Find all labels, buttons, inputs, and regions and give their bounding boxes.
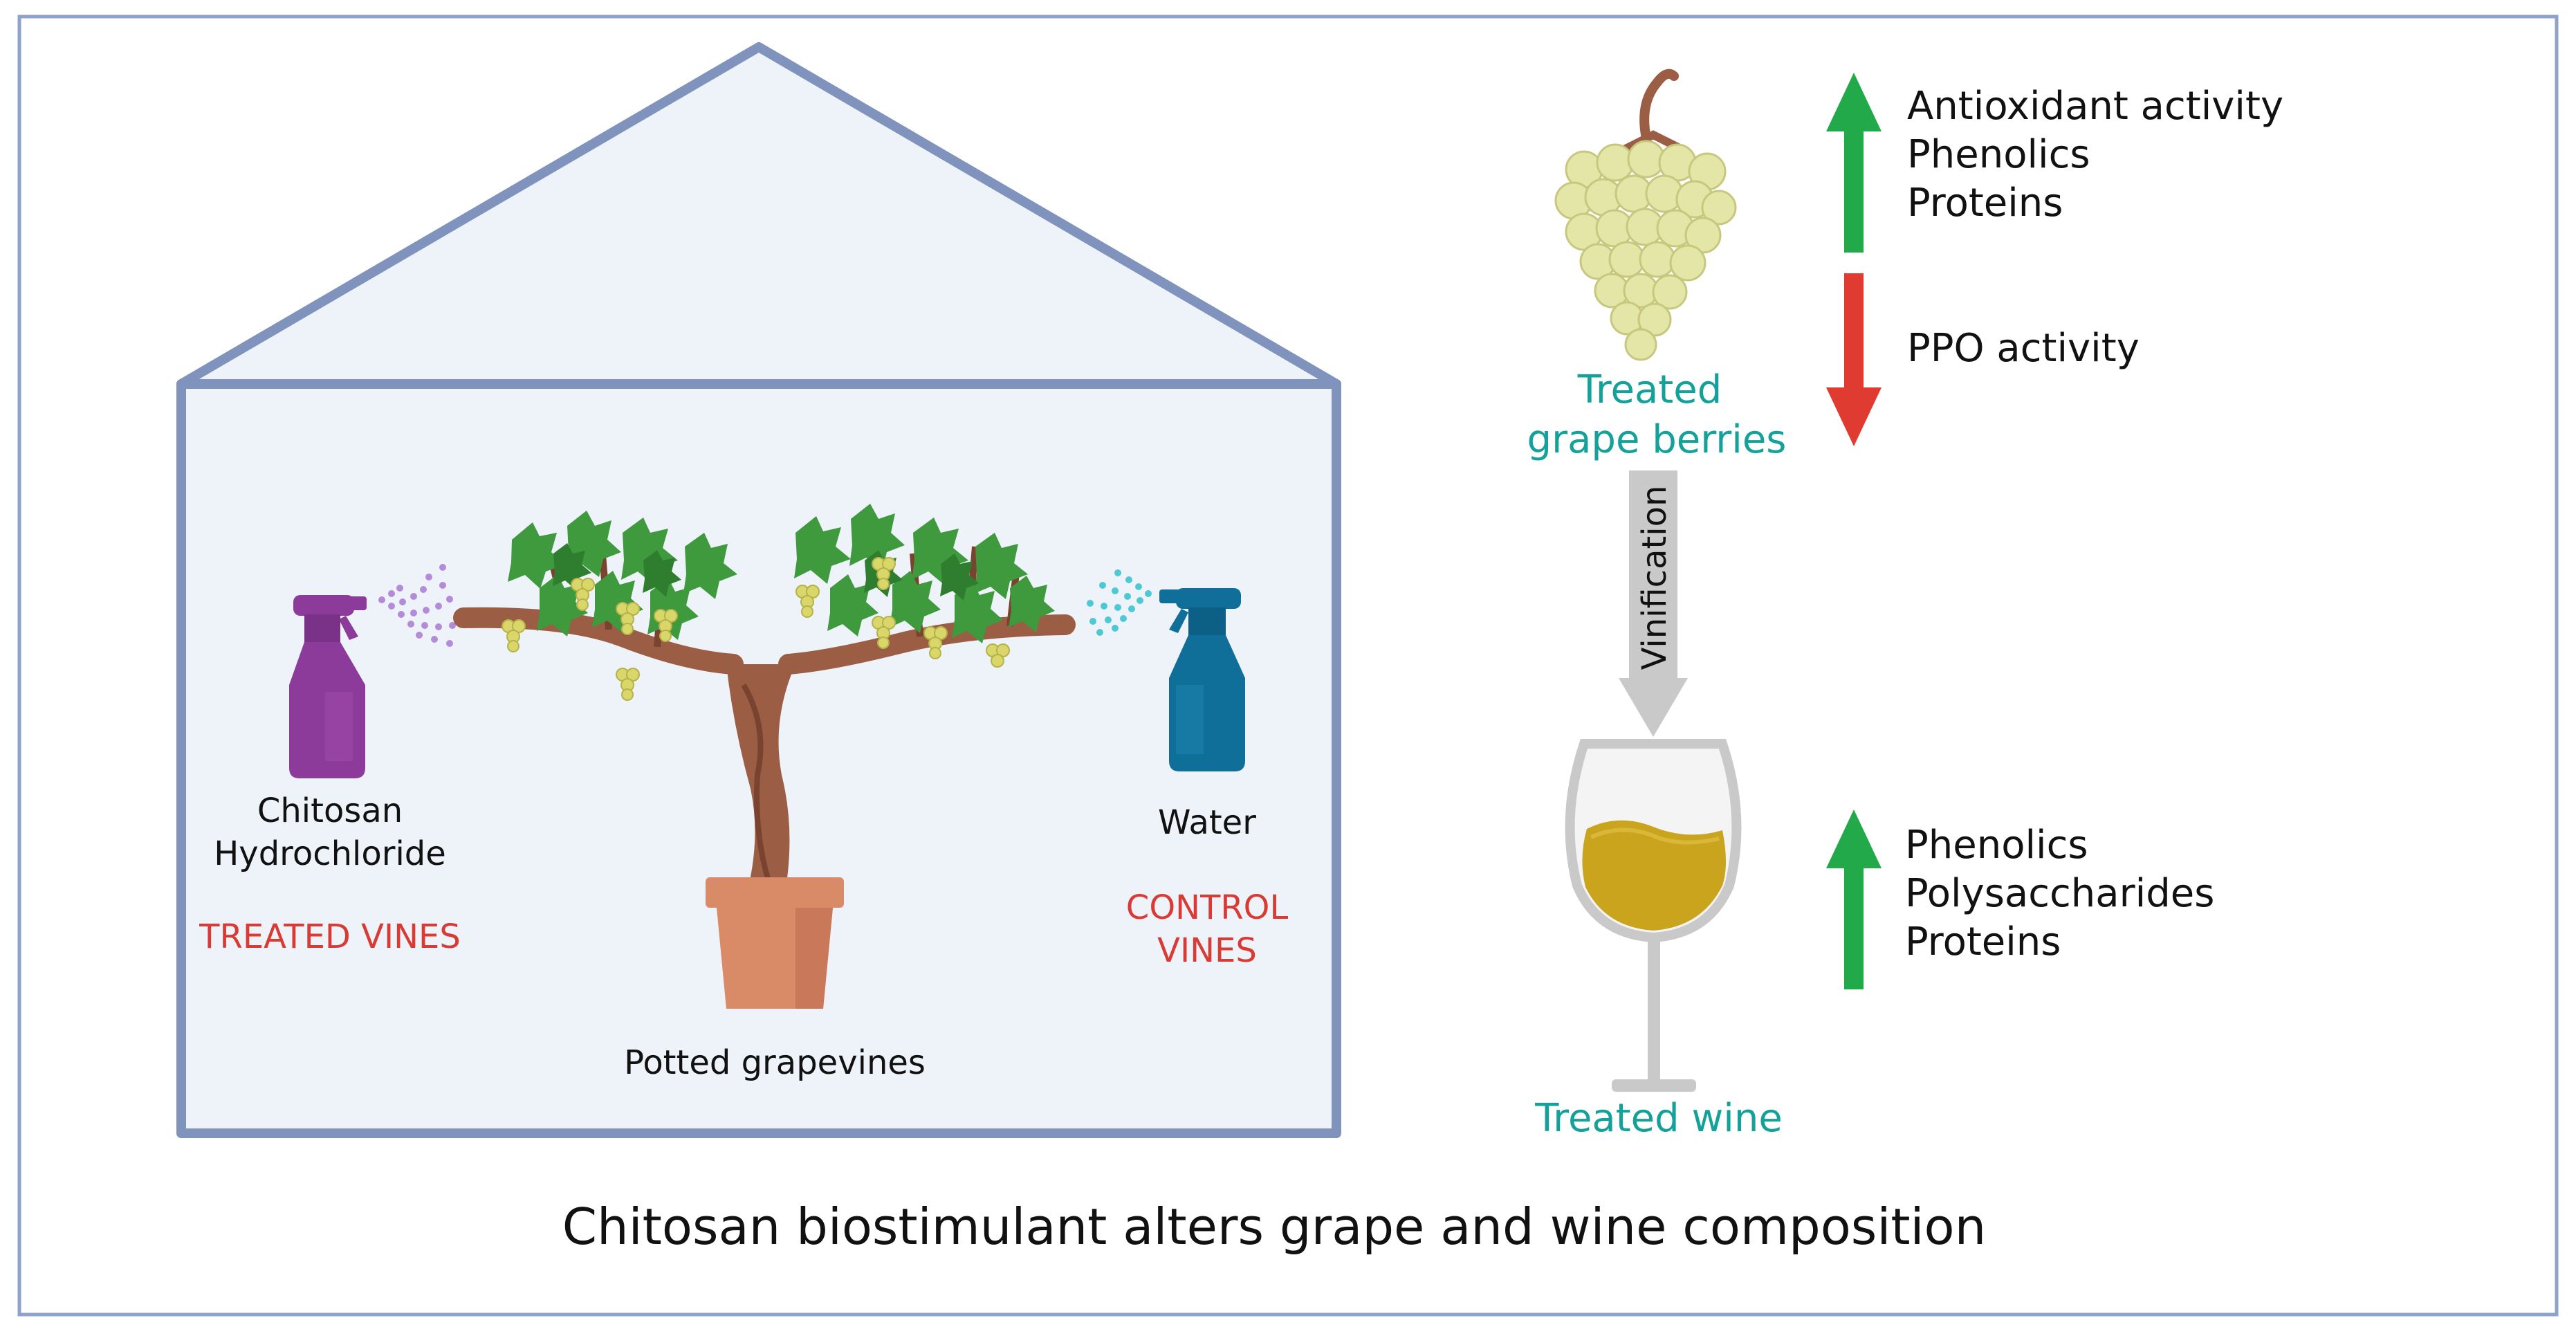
treated-vines-labels: Chitosan Hydrochloride TREATED VINES: [199, 791, 461, 956]
berries-increased-list: Antioxidant activity Phenolics Proteins: [1907, 84, 2283, 226]
treated-spray-mist: [378, 564, 456, 647]
wine-increased-item: Phenolics: [1905, 823, 2088, 868]
wine-increased-item: Polysaccharides: [1905, 871, 2214, 916]
control-vines-labels: Water CONTROL VINES: [1126, 803, 1289, 970]
control-spray-bottle-icon: [1159, 588, 1245, 771]
treated-spray-bottle-icon: [289, 595, 367, 778]
pot-rim: [706, 877, 844, 908]
grape-bunch-icon: [1554, 68, 1737, 361]
treated-berries-label-line1: Treated: [1577, 367, 1722, 412]
wine-increased-list: Phenolics Polysaccharides Proteins: [1905, 823, 2214, 964]
berries-increased-item: Proteins: [1907, 181, 2063, 226]
berries-increased-item: Phenolics: [1907, 132, 2090, 177]
treated-berries-label-line2: grape berries: [1527, 417, 1787, 462]
increase-arrow-icon: [1826, 73, 1882, 253]
vinification-arrow: Vinification: [1619, 470, 1688, 737]
control-product-label: Water: [1158, 803, 1256, 842]
control-group-label-line1: CONTROL: [1126, 888, 1289, 927]
control-group-label-line2: VINES: [1157, 931, 1257, 970]
treated-product-label-line2: Hydrochloride: [214, 834, 446, 873]
treated-group-label: TREATED VINES: [199, 917, 461, 956]
berries-decreased-item: PPO activity: [1907, 326, 2140, 371]
wine-increased-item: Proteins: [1905, 919, 2061, 964]
wine-glass-icon: [1565, 739, 1742, 1092]
potted-grapevines-label: Potted grapevines: [624, 1043, 926, 1082]
potted-grapevine-illustration: [453, 504, 1076, 1009]
figure-caption: Chitosan biostimulant alters grape and w…: [562, 1198, 1986, 1256]
berries-increased-item: Antioxidant activity: [1907, 84, 2283, 129]
vinification-label: Vinification: [1635, 486, 1674, 670]
increase-arrow-icon: [1826, 809, 1882, 989]
control-spray-mist: [1087, 569, 1152, 636]
treated-product-label-line1: Chitosan: [257, 791, 403, 830]
treated-wine-label: Treated wine: [1534, 1096, 1783, 1141]
decrease-arrow-icon: [1826, 273, 1882, 446]
